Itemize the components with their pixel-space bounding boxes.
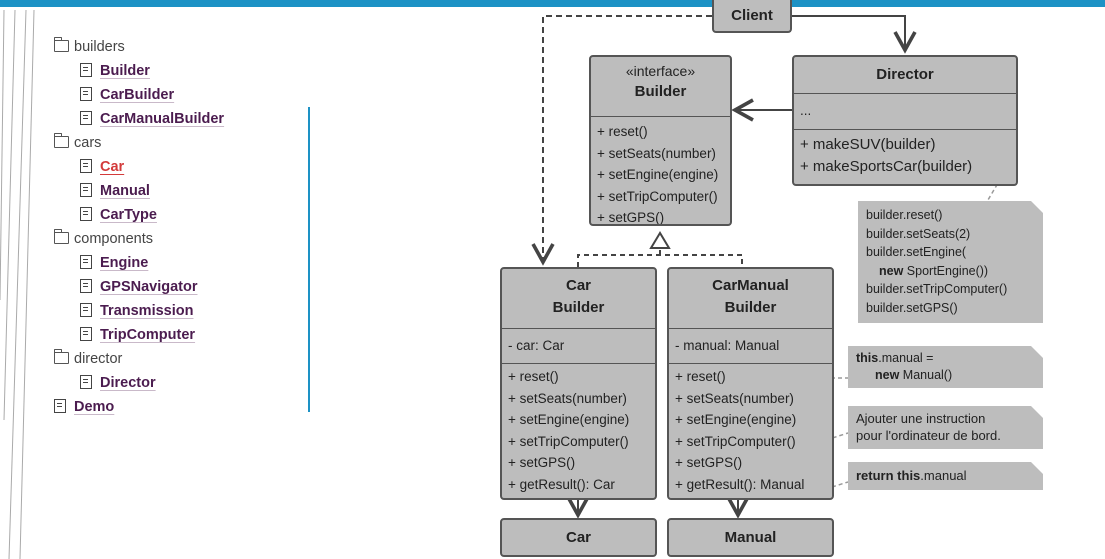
file-icon	[80, 303, 92, 317]
file-icon	[80, 375, 92, 389]
tree-file-carbuilder[interactable]: CarBuilder	[80, 84, 174, 106]
car-builder-box: Car Builder - car: Car + reset() + setSe…	[500, 267, 657, 500]
client-box: Client	[712, 0, 792, 33]
reset-note: this.manual = new Manual()	[848, 346, 1043, 388]
tree-file-builder[interactable]: Builder	[80, 60, 150, 82]
tree-file-cartype[interactable]: CarType	[80, 204, 157, 226]
file-icon	[80, 207, 92, 221]
car-manual-builder-box: CarManual Builder - manual: Manual + res…	[667, 267, 834, 500]
folder-icon	[53, 229, 69, 244]
director-code-note: builder.reset() builder.setSeats(2) buil…	[858, 201, 1043, 323]
page-edge-lines	[0, 9, 35, 559]
file-icon	[80, 159, 92, 173]
tree-file-manual[interactable]: Manual	[80, 180, 150, 202]
return-note: return this.manual	[848, 462, 1043, 490]
director-box: Director ... + makeSUV(builder) + makeSp…	[792, 55, 1018, 186]
tree-file-transmission[interactable]: Transmission	[80, 300, 193, 322]
tree-file-demo[interactable]: Demo	[54, 396, 114, 418]
file-icon	[80, 183, 92, 197]
folder-icon	[53, 133, 69, 148]
car-product-box: Car	[500, 518, 657, 557]
folder-icon	[53, 37, 69, 52]
file-icon	[80, 255, 92, 269]
file-icon	[80, 279, 92, 293]
file-icon	[80, 63, 92, 77]
folder-icon	[53, 349, 69, 364]
tree-file-carmanualbuilder[interactable]: CarManualBuilder	[80, 108, 224, 130]
tree-file-tripcomputer[interactable]: TripComputer	[80, 324, 195, 346]
trip-computer-note: Ajouter une instruction pour l'ordinateu…	[848, 406, 1043, 449]
builder-interface-box: «interface» Builder + reset() + setSeats…	[589, 55, 732, 226]
file-icon	[80, 327, 92, 341]
tree-folder-builders[interactable]: builders	[53, 36, 125, 58]
tree-folder-components[interactable]: components	[53, 228, 153, 250]
tree-folder-cars[interactable]: cars	[53, 132, 101, 154]
manual-product-box: Manual	[667, 518, 834, 557]
top-accent-bar	[0, 0, 1105, 7]
tree-file-gpsnavigator[interactable]: GPSNavigator	[80, 276, 198, 298]
tree-folder-director[interactable]: director	[53, 348, 122, 370]
file-icon	[80, 87, 92, 101]
tree-file-car[interactable]: Car	[80, 156, 124, 178]
tree-file-engine[interactable]: Engine	[80, 252, 148, 274]
tree-file-director[interactable]: Director	[80, 372, 156, 394]
divider-line	[308, 107, 310, 412]
file-icon	[54, 399, 66, 413]
file-icon	[80, 111, 92, 125]
